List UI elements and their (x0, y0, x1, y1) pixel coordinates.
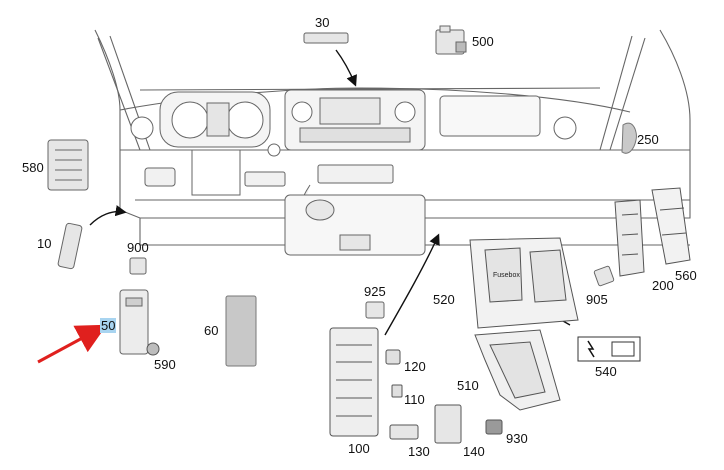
part-930 (485, 419, 503, 435)
label-510: 510 (457, 378, 479, 393)
label-900: 900 (127, 240, 149, 255)
label-520: 520 (433, 292, 455, 307)
label-540: 540 (595, 364, 617, 379)
part-130 (389, 424, 419, 440)
part-100 (329, 327, 379, 437)
part-30 (303, 32, 349, 44)
label-930: 930 (506, 431, 528, 446)
part-110 (391, 384, 403, 398)
label-580: 580 (22, 160, 44, 175)
part-560 (651, 187, 691, 265)
fusebox-text: Fusebox (493, 272, 520, 279)
instrument-cluster (130, 91, 271, 148)
center-console (267, 89, 577, 157)
label-905: 905 (586, 292, 608, 307)
label-100: 100 (348, 441, 370, 456)
part-50 (119, 289, 149, 355)
label-30: 30 (315, 15, 330, 30)
lower-dash (144, 149, 426, 256)
label-110: 110 (404, 392, 425, 407)
label-590: 590 (154, 357, 176, 372)
part-925 (365, 301, 385, 319)
label-925: 925 (364, 284, 386, 299)
label-140: 140 (463, 444, 485, 459)
part-120 (385, 349, 401, 365)
part-60 (225, 295, 257, 367)
part-250 (621, 122, 637, 154)
part-500 (435, 25, 467, 55)
part-140 (434, 404, 462, 444)
label-120: 120 (404, 359, 426, 374)
part-900 (129, 257, 147, 275)
part-590 (146, 342, 160, 356)
label-130: 130 (408, 444, 430, 459)
part-905 (593, 265, 615, 287)
label-10: 10 (37, 236, 52, 251)
part-580 (47, 139, 89, 191)
part-200 (614, 199, 645, 277)
part-510 (474, 329, 561, 411)
part-520 (469, 237, 579, 329)
part-540 (577, 336, 641, 362)
red-highlight-arrow (37, 324, 107, 364)
label-60: 60 (204, 323, 219, 338)
part-10 (57, 222, 83, 270)
label-500: 500 (472, 34, 494, 49)
label-50-highlighted: 50 (100, 318, 117, 333)
label-250: 250 (637, 132, 659, 147)
label-200: 200 (652, 278, 674, 293)
label-560: 560 (675, 268, 697, 283)
